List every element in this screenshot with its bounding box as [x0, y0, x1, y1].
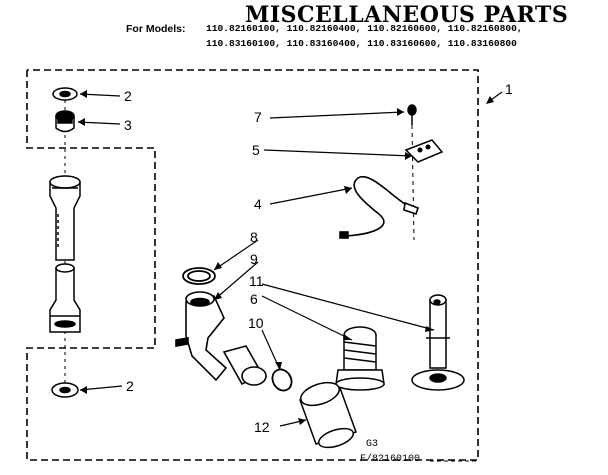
washer-top — [52, 87, 78, 101]
page-title: MISCELLANEOUS PARTS — [245, 2, 569, 28]
ground-clip — [404, 139, 444, 163]
inlet-fitting — [335, 326, 385, 391]
models-label: For Models: — [126, 23, 186, 35]
assembly-border — [26, 69, 479, 461]
figure-reference: F/82160100 — [360, 454, 421, 465]
callout-9: 9 — [250, 251, 258, 267]
callout-12: 12 — [254, 419, 270, 435]
leader-lines — [77, 91, 503, 427]
callout-3: 3 — [124, 117, 132, 133]
drain-post — [411, 294, 465, 391]
callout-4: 4 — [254, 196, 262, 212]
callout-10: 10 — [248, 315, 264, 331]
callout-8: 8 — [250, 229, 258, 245]
callout-11: 11 — [249, 273, 264, 289]
screw — [407, 104, 417, 241]
callout-2-bottom: 2 — [126, 378, 134, 394]
models-line-2: 110.83160100, 110.83160400, 110.83160600… — [206, 38, 517, 49]
callout-1: 1 — [505, 81, 513, 97]
callout-7: 7 — [254, 109, 262, 125]
callout-6: 6 — [250, 291, 258, 307]
elbow-fitting — [175, 291, 267, 386]
models-line-1: 110.82160100, 110.82160400, 110.82160600… — [206, 23, 523, 34]
washer-bottom — [51, 382, 79, 398]
callout-2-top: 2 — [124, 88, 132, 104]
hose-assembly — [49, 175, 81, 333]
ground-wire — [339, 175, 420, 239]
coupling-sleeve — [299, 381, 357, 449]
o-ring-small — [271, 368, 293, 392]
leader-arrowheads — [78, 90, 494, 425]
coupling-nut — [55, 110, 75, 133]
figure-code: G3 — [366, 439, 379, 450]
o-ring — [182, 267, 216, 285]
callout-5: 5 — [252, 142, 260, 158]
